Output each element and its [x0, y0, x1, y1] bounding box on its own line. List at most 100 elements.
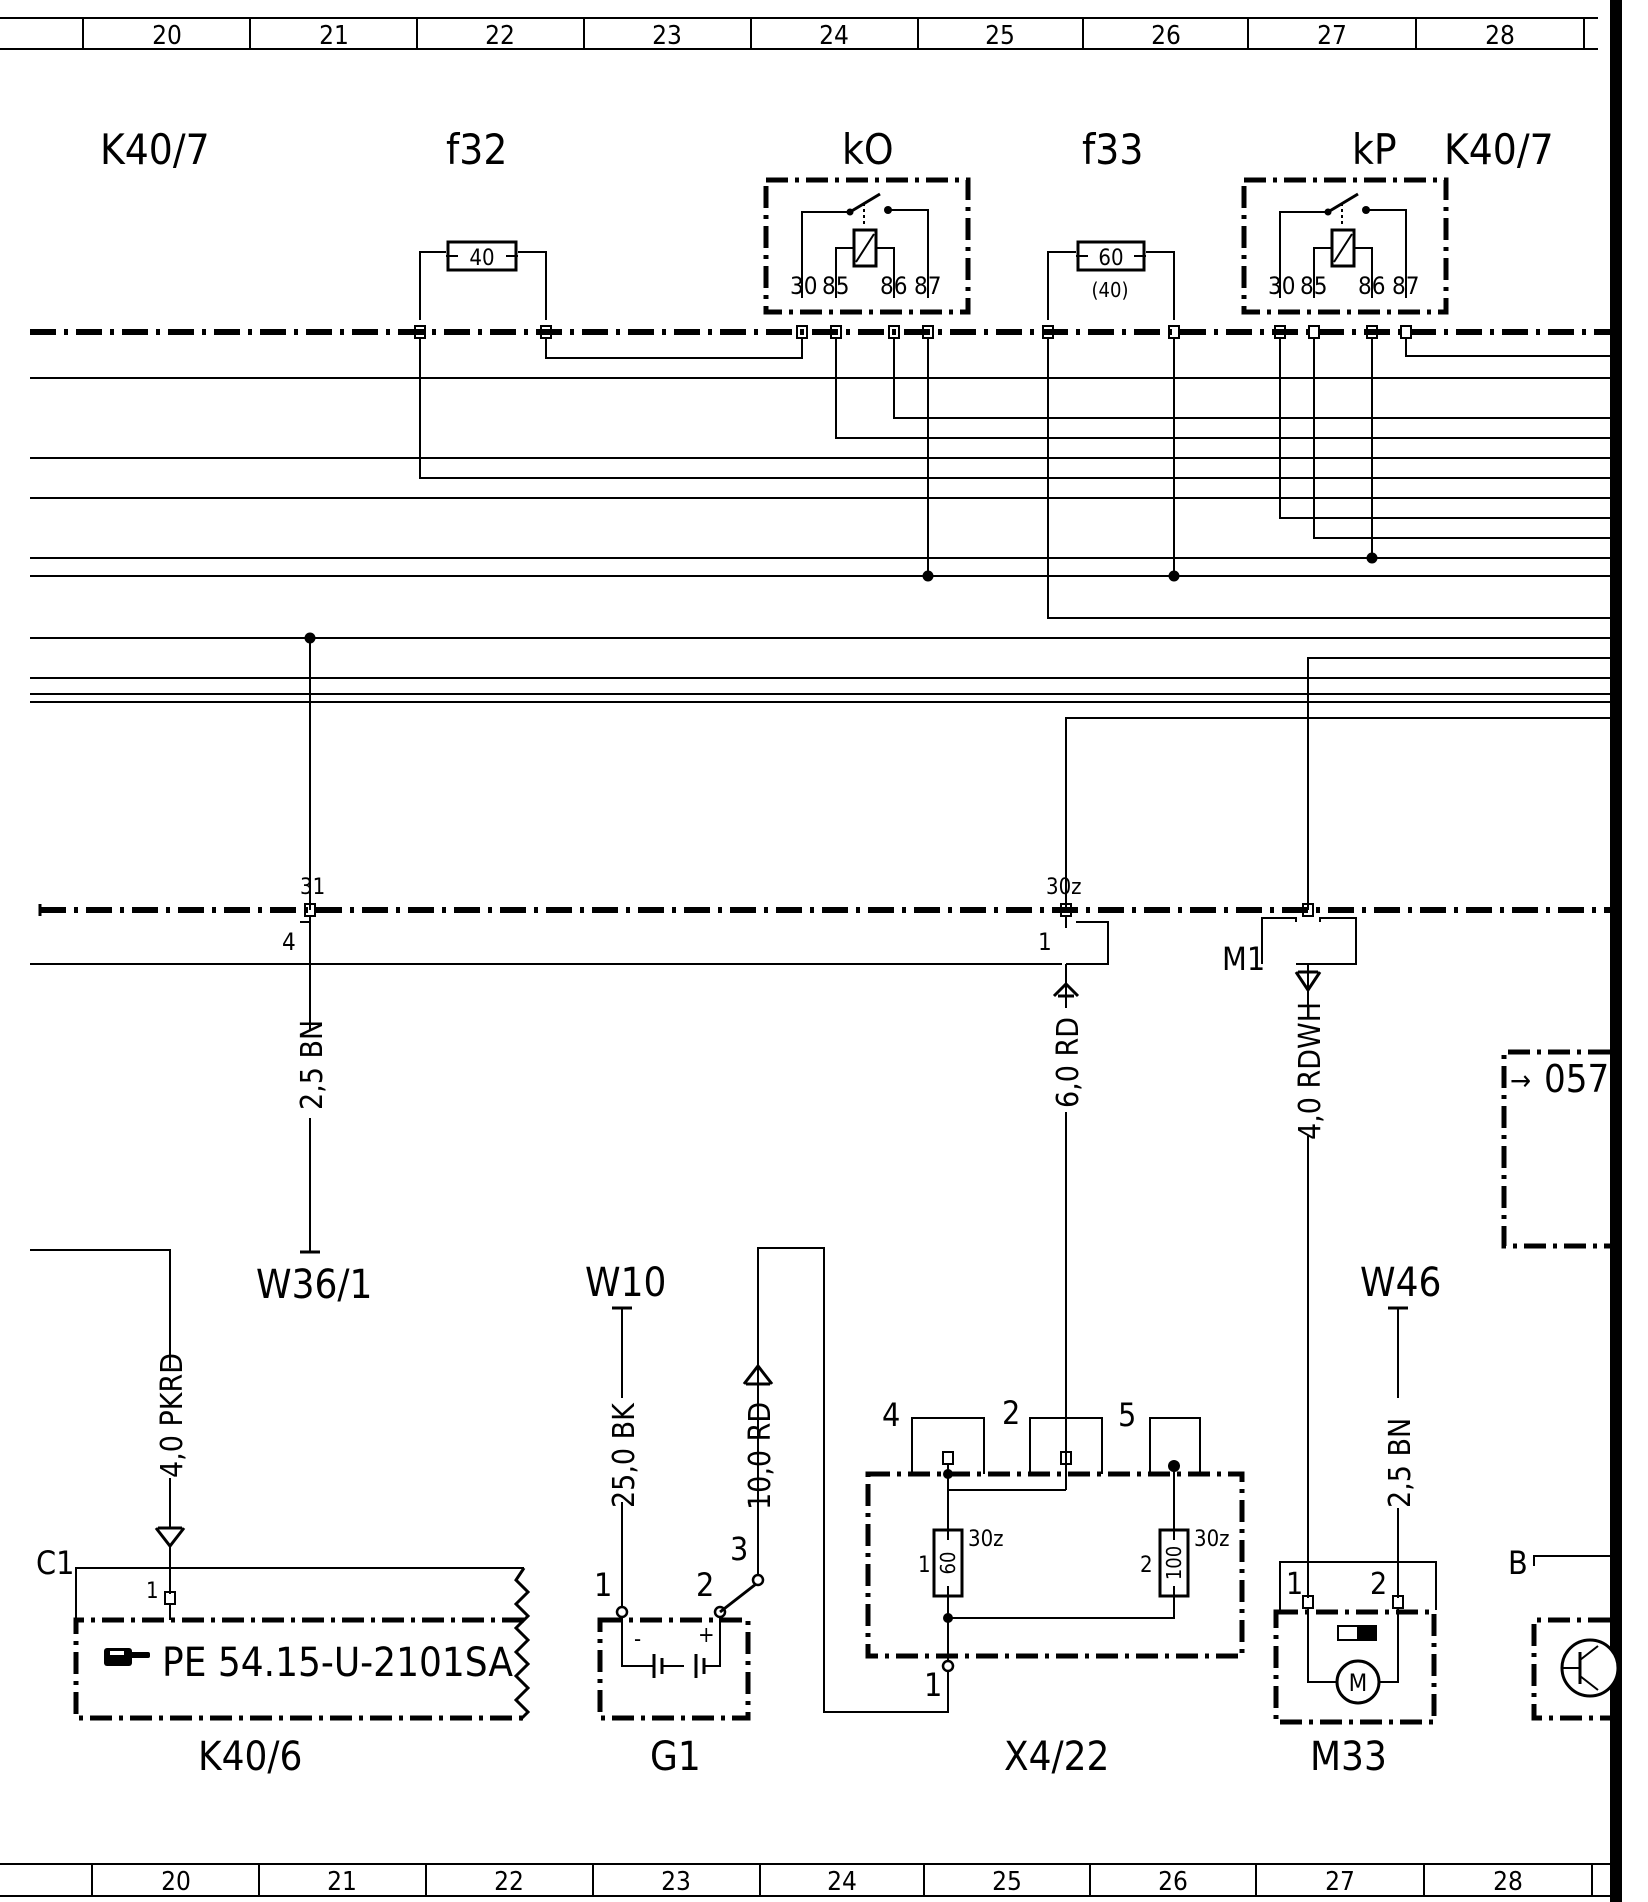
- grid-top-cell: 28: [1485, 21, 1515, 51]
- label-k0: kO: [842, 125, 894, 174]
- grid-bottom-cell: 24: [827, 1867, 857, 1897]
- grid-top-cell: 25: [985, 21, 1015, 51]
- component-k40-6: C1 1 PE 54.15-U-2101SA K40/6: [36, 1544, 531, 1780]
- wire-label-40rdwh: 4,0 RDWH: [1293, 1002, 1328, 1140]
- k40-6-pin: 1: [146, 1579, 159, 1604]
- relay-k0: 30 85 86 87: [763, 177, 971, 315]
- label-f32: f32: [446, 125, 507, 174]
- x4-22-pin: 4: [882, 1396, 900, 1434]
- wire-40rdwh: 4,0 RDWH: [1293, 964, 1328, 1598]
- grid-top-cell: 21: [319, 21, 349, 51]
- fuse-f33: 60 (40): [1047, 240, 1175, 320]
- connector-pin-4: 4: [282, 928, 296, 956]
- harness-wires: [30, 338, 1610, 910]
- relay-k0-pin: 86: [880, 272, 907, 300]
- x4-22-fuse-b-term: 30z: [1194, 1527, 1230, 1552]
- m33-motor-symbol: M: [1349, 1669, 1368, 1697]
- grid-bottom-cell: 23: [661, 1867, 691, 1897]
- connector-31: 31 4: [282, 875, 325, 1030]
- grid-top-cell: 20: [152, 21, 182, 51]
- label-kp: kP: [1352, 125, 1397, 174]
- g1-pin: 2: [696, 1566, 714, 1604]
- relay-k0-pin: 85: [822, 272, 849, 300]
- ref-page-number: 057: [1544, 1057, 1609, 1101]
- grid-bar-bottom: 20 21 22 23 24 25 26 27 28: [0, 1863, 1610, 1897]
- fuse-f33-rating: 60: [1098, 246, 1123, 271]
- ground-w10: W10 25,0 BK: [585, 1260, 666, 1608]
- relay-kp-pin: 86: [1358, 272, 1385, 300]
- x4-22-pin: 1: [924, 1666, 942, 1704]
- x4-22-fuse-a-pin: 1: [918, 1553, 931, 1578]
- grid-bottom-cell: 28: [1493, 1867, 1523, 1897]
- relay-kp-pin: 30: [1268, 272, 1295, 300]
- fuse-f32: 40: [419, 240, 547, 320]
- g1-pin: 1: [594, 1566, 612, 1604]
- grid-bottom-cell: 26: [1158, 1867, 1188, 1897]
- ground-w46-label: W46: [1360, 1260, 1441, 1306]
- m33-label: M33: [1310, 1734, 1387, 1780]
- x4-22-fuse-a-rating: 60: [936, 1552, 960, 1575]
- x4-22-fuse-b-rating: 100: [1162, 1546, 1186, 1580]
- grid-top-cell: 27: [1317, 21, 1347, 51]
- ground-w46: W46 2,5 BN: [1360, 1260, 1441, 1598]
- relay-kp-pin: 85: [1300, 272, 1327, 300]
- page-border-right: [1610, 0, 1622, 1902]
- component-b-label: B: [1508, 1544, 1528, 1582]
- ref-arrow-icon: →: [1510, 1064, 1531, 1097]
- fuse-f33-alt-rating: (40): [1092, 278, 1129, 302]
- relay-kp: 30 85 86 87: [1241, 177, 1449, 315]
- connector-pin-31: 31: [300, 875, 325, 900]
- grid-top-cell: 26: [1151, 21, 1181, 51]
- wire-label-60rd: 6,0 RD: [1051, 1017, 1086, 1108]
- relay-k0-pin: 30: [790, 272, 817, 300]
- x4-22-pin: 2: [1002, 1394, 1020, 1432]
- m33-pin: 1: [1286, 1567, 1303, 1602]
- connector-c1-label: C1: [36, 1544, 74, 1582]
- m33-pin: 2: [1370, 1567, 1387, 1602]
- wire-100rd: 10,0 RD: [742, 1247, 949, 1713]
- label-k40-7-right: K40/7: [1444, 125, 1554, 174]
- component-m33: M 1 2 M33: [1273, 1561, 1437, 1780]
- wire-25bn-w36: 2,5 BN W36/1: [256, 964, 372, 1308]
- grid-bottom-cell: 20: [161, 1867, 191, 1897]
- motor-icon: [1335, 1659, 1381, 1705]
- reference-box: → 057: [1501, 1049, 1610, 1249]
- relay-kp-pin: 87: [1392, 272, 1419, 300]
- wire-label-40pkrd: 4,0 PKRD: [155, 1353, 190, 1478]
- fuse-f32-rating: 40: [469, 246, 494, 271]
- x4-22-pin: 5: [1118, 1396, 1136, 1434]
- grid-bottom-cell: 27: [1325, 1867, 1355, 1897]
- connector-m1-label: M1: [1222, 940, 1265, 978]
- grid-top-cell: 22: [485, 21, 515, 51]
- x4-22-label: X4/22: [1004, 1734, 1109, 1780]
- grid-bar-top: 20 21 22 23 24 25 26 27 28: [0, 17, 1598, 51]
- label-k40-7-left: K40/7: [100, 125, 210, 174]
- wire-40pkrd: 4,0 PKRD: [30, 1249, 190, 1594]
- grid-bottom-cell: 25: [992, 1867, 1022, 1897]
- label-f33: f33: [1082, 125, 1143, 174]
- k40-6-reference: PE 54.15-U-2101SA: [162, 1640, 513, 1686]
- wire-label-25bn: 2,5 BN: [295, 1020, 330, 1110]
- k40-6-label: K40/6: [198, 1734, 302, 1780]
- wire-label-250bk: 25,0 BK: [607, 1402, 642, 1508]
- g1-pin: 3: [730, 1530, 748, 1568]
- connector-pin-1: 1: [1038, 928, 1052, 956]
- ground-w36-1: W36/1: [256, 1262, 372, 1308]
- ground-w10-label: W10: [585, 1260, 666, 1306]
- component-b-partial: B: [1508, 1544, 1620, 1721]
- x4-22-fuse-a-term: 30z: [968, 1527, 1004, 1552]
- grid-top-cell: 24: [819, 21, 849, 51]
- x4-22-fuse-b-pin: 2: [1140, 1553, 1153, 1578]
- g1-plus: +: [698, 1623, 715, 1648]
- g1-label: G1: [650, 1734, 701, 1780]
- connector-pin-30z: 30z: [1046, 875, 1082, 900]
- component-x4-22: 60 1 30z 100 2 30z 4 2 5 1 X4/22: [865, 1394, 1245, 1780]
- relay-k0-pin: 87: [914, 272, 941, 300]
- connector-m1: M1: [1222, 903, 1357, 978]
- component-g1: - + 1 2 3 G1: [594, 1530, 765, 1780]
- wire-60rd: 6,0 RD: [1051, 964, 1086, 1456]
- grid-bottom-cell: 22: [494, 1867, 524, 1897]
- connector-30z: 30z 1: [1038, 875, 1109, 965]
- wire-label-25bn-right: 2,5 BN: [1383, 1418, 1418, 1508]
